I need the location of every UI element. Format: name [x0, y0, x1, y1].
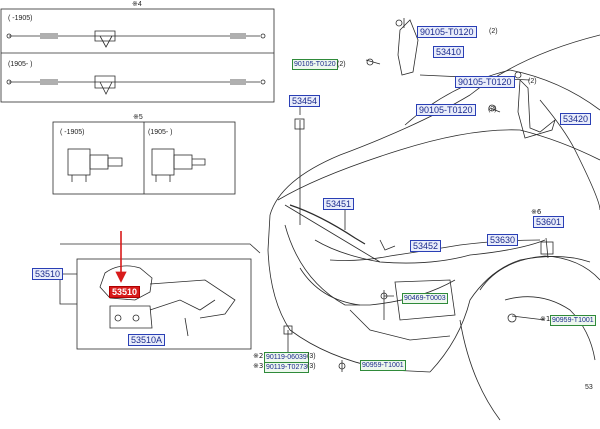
part-label-53451[interactable]: 53451 — [323, 198, 355, 210]
part-label-90105-T0120-right[interactable]: 90105-T0120 — [455, 76, 515, 88]
qty-90105-T0120-top: (2) — [489, 28, 498, 35]
qty-90105-T0120-lower: (2) — [488, 106, 497, 113]
panel-note-5: ※5 — [133, 114, 143, 121]
date-range-until-1905: ( -1905) — [8, 15, 33, 22]
part-label-53510A[interactable]: 53510A — [128, 334, 166, 346]
callout-6: ※6 — [531, 208, 542, 216]
qty-90119-06039: (3) — [307, 353, 316, 360]
qty-90105-T0120-left: (2) — [337, 61, 346, 68]
clip-late — [151, 148, 206, 182]
qty-90119-T0273: (3) — [307, 363, 316, 370]
part-label-53510-highlighted[interactable]: 53510 — [109, 286, 141, 298]
part-label-53420[interactable]: 53420 — [560, 113, 592, 125]
qty-90105-T0120-right: (2) — [528, 78, 537, 85]
part-label-53410[interactable]: 53410 — [433, 46, 465, 58]
part-label-53630[interactable]: 53630 — [487, 234, 519, 246]
part-label-90105-T0120-top[interactable]: 90105-T0120 — [417, 26, 477, 38]
part-label-53601[interactable]: 53601 — [533, 216, 565, 228]
clip-range-until-1905: ( -1905) — [60, 129, 85, 136]
date-range-from-1905: (1905- ) — [8, 61, 33, 68]
clip-early — [67, 148, 123, 182]
callout-1: ※1 — [540, 315, 551, 323]
part-label-90105-T0120-lower[interactable]: 90105-T0120 — [416, 104, 476, 116]
part-label-53510[interactable]: 53510 — [32, 268, 64, 280]
clip-range-from-1905: (1905- ) — [148, 129, 173, 136]
callout-2: ※2 — [253, 352, 264, 360]
part-label-90469-T0003[interactable]: 90469-T0003 — [402, 293, 448, 304]
part-label-53452[interactable]: 53452 — [410, 240, 442, 252]
cable-variants-panel — [0, 8, 275, 103]
part-label-90105-T0120-left[interactable]: 90105-T0120 — [292, 59, 338, 70]
part-label-90959-T1001-bottom[interactable]: 90959-T1001 — [360, 360, 406, 371]
panel-note-4: ※4 — [132, 1, 142, 8]
stray-page-label: 53 — [585, 384, 593, 391]
hood-lock-assembly — [99, 265, 236, 337]
callout-3: ※3 — [253, 362, 264, 370]
part-label-90119-T0273[interactable]: 90119-T0273 — [264, 362, 310, 373]
part-label-53454[interactable]: 53454 — [289, 95, 321, 107]
part-label-90959-T1001-right[interactable]: 90959-T1001 — [550, 315, 596, 326]
